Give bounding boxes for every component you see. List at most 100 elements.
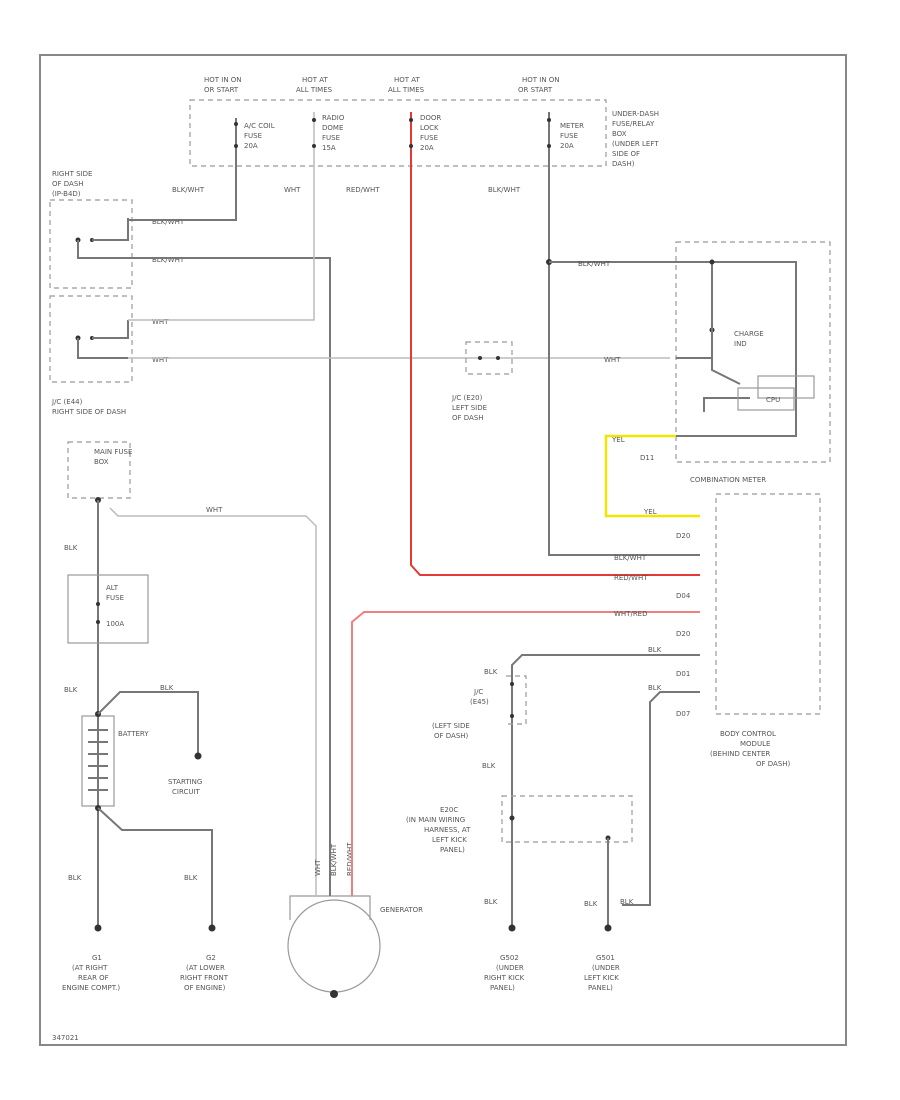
underdash-box-label-6: DASH) (612, 160, 635, 168)
cpu-label: CPU (766, 396, 780, 404)
ac-coil-fuse-label-1: A/C COIL (244, 122, 275, 130)
ground-g502: G502 (UNDER RIGHT KICK PANEL) (484, 924, 525, 992)
wire-yel-meter-to-bcm (604, 434, 700, 518)
wire-label-blk-wht-meter: BLK/WHT (578, 260, 611, 268)
alt-fuse-label-3: 100A (106, 620, 124, 628)
ground-g2-label-2: (AT LOWER (186, 964, 225, 972)
underdash-box-label-2: FUSE/RELAY (612, 120, 655, 128)
wire-label-wht-meter: WHT (604, 356, 621, 364)
wire-label-whtred-bcm: WHT/RED (614, 610, 648, 618)
fuse-header-4-line1: HOT IN ON (522, 76, 560, 84)
bcm-label-2: MODULE (740, 740, 770, 748)
bcm-conn-3: D20 (676, 630, 690, 638)
wire-label-blk-bcm-2: BLK (648, 684, 662, 692)
relay-box-label-2: OF DASH (52, 180, 84, 188)
wire-label-blk-battery: BLK (64, 686, 78, 694)
wire-label-redwht-bcm: RED/WHT (614, 574, 648, 582)
underdash-box-label-3: BOX (612, 130, 627, 138)
wire-blk-wht-to-generator (128, 257, 331, 885)
underdash-box-label-1: UNDER-DASH (612, 110, 659, 118)
bcm-conn-5: D07 (676, 710, 690, 718)
wire-wht-red-generator (351, 611, 700, 896)
meter-fuse-label-1: METER (560, 122, 584, 130)
jc-e44-label-1: J/C (E44) (51, 398, 83, 406)
underdash-box-label-5: SIDE OF (612, 150, 640, 158)
wire-blk-g2 (97, 807, 213, 925)
wire-blk-starting (97, 691, 199, 754)
wire-label-wht-mid: WHT (206, 506, 223, 514)
door-lock-fuse-label-2: LOCK (420, 124, 439, 132)
alt-fuse: ALT FUSE 100A (67, 574, 149, 644)
fuse-symbol-meter (547, 112, 551, 152)
wire-label-wht-left-2: WHT (152, 356, 169, 364)
wire-label-blkwht-gen: BLK/WHT (330, 843, 338, 876)
relay-contact-1 (75, 218, 129, 259)
wire-label-blk-g501a: BLK (584, 900, 598, 908)
underdash-fuse-box: HOT IN ON OR START HOT AT ALL TIMES HOT … (189, 76, 659, 168)
door-lock-fuse-label-3: FUSE (420, 134, 438, 142)
starting-circuit-label-1: STARTING (168, 778, 202, 786)
combination-meter: CHARGE IND CPU COMBINATION METER D11 (640, 241, 831, 484)
ground-g1: G1 (AT RIGHT REAR OF ENGINE COMPT.) (62, 924, 120, 992)
jc-e20-box: J/C (E20) LEFT SIDE OF DASH (451, 341, 513, 422)
radio-fuse-label-3: FUSE (322, 134, 340, 142)
wire-label-blk-mid: BLK (482, 762, 496, 770)
alt-fuse-label-2: FUSE (106, 594, 124, 602)
radio-fuse-label-2: DOME (322, 124, 343, 132)
fuse-header-1-line2: OR START (204, 86, 239, 94)
meter-fuse-label-2: FUSE (560, 132, 578, 140)
ground-g501-label-3: LEFT KICK (584, 974, 619, 982)
bcm-label-4: OF DASH) (756, 760, 791, 768)
jc-e20-label-2: LEFT SIDE (452, 404, 487, 412)
ground-g502-label-1: G502 (500, 954, 519, 962)
harness-label-4: LEFT KICK (432, 836, 467, 844)
fuse-header-3-line1: HOT AT (394, 76, 421, 84)
ground-g502-label-2: (UNDER (496, 964, 524, 972)
jc-e45-label-4: OF DASH) (434, 732, 469, 740)
radio-fuse-label-4: 15A (322, 144, 336, 152)
wire-label-redwht-gen: RED/WHT (346, 842, 354, 876)
jc-e45-label-3: (LEFT SIDE (432, 722, 470, 730)
wire-blk-bcm-to-g501 (622, 691, 700, 906)
meter-connector-label: D11 (640, 454, 654, 462)
diagram-id: 347021 (52, 1034, 79, 1042)
harness-label-2: (IN MAIN WIRING (406, 816, 465, 824)
fuse-symbol-door-lock (409, 112, 413, 152)
main-fuse-box: MAIN FUSE BOX (67, 441, 132, 499)
wire-blk-wht-ac-coil (128, 152, 237, 221)
ground-g502-label-3: RIGHT KICK (484, 974, 525, 982)
wire-label-blk-g2: BLK (184, 874, 198, 882)
wire-label-red-wht-top: RED/WHT (346, 186, 380, 194)
wire-blk-bcm-to-g502 (511, 654, 700, 925)
harness-label-5: PANEL) (440, 846, 465, 854)
door-lock-fuse-label-1: DOOR (420, 114, 441, 122)
wire-blk-wht-meter-fuse (548, 152, 700, 556)
fuse-symbol-radio (312, 112, 316, 152)
ground-g502-label-4: PANEL) (490, 984, 515, 992)
wire-label-blk-jc: BLK (484, 668, 498, 676)
body-control-module: BODY CONTROL MODULE (BEHIND CENTER OF DA… (710, 493, 821, 768)
wire-label-wht-gen: WHT (314, 859, 322, 876)
wire-label-blk-vertical: BLK (64, 544, 78, 552)
ground-g2: G2 (AT LOWER RIGHT FRONT OF ENGINE) (180, 924, 229, 992)
wire-label-blkwht-bcm: BLK/WHT (614, 554, 647, 562)
charge-ind-label-1: CHARGE (734, 330, 764, 338)
wire-label-blk-wht-left-2: BLK/WHT (152, 256, 185, 264)
battery: BATTERY (81, 715, 149, 807)
starting-circuit-label-2: CIRCUIT (172, 788, 201, 796)
harness-label-3: HARNESS, AT (424, 826, 471, 834)
ground-g501: G501 (UNDER LEFT KICK PANEL) (584, 924, 620, 992)
wire-label-blk-g1: BLK (68, 874, 82, 882)
battery-label: BATTERY (118, 730, 149, 738)
meter-fuse-label-3: 20A (560, 142, 574, 150)
bcm-conn-2: D04 (676, 592, 691, 600)
wire-label-wht-top: WHT (284, 186, 301, 194)
bcm-label-3: (BEHIND CENTER (710, 750, 770, 758)
bcm-conn-4: D01 (676, 670, 690, 678)
harness-label-1: E20C (440, 806, 458, 814)
wire-label-blk-wht-2: BLK/WHT (488, 186, 521, 194)
radio-fuse-label-1: RADIO (322, 114, 345, 122)
jc-e45-label-2: (E45) (470, 698, 489, 706)
wire-label-blk-g502: BLK (484, 898, 498, 906)
fuse-symbol-ac-coil (234, 118, 238, 152)
